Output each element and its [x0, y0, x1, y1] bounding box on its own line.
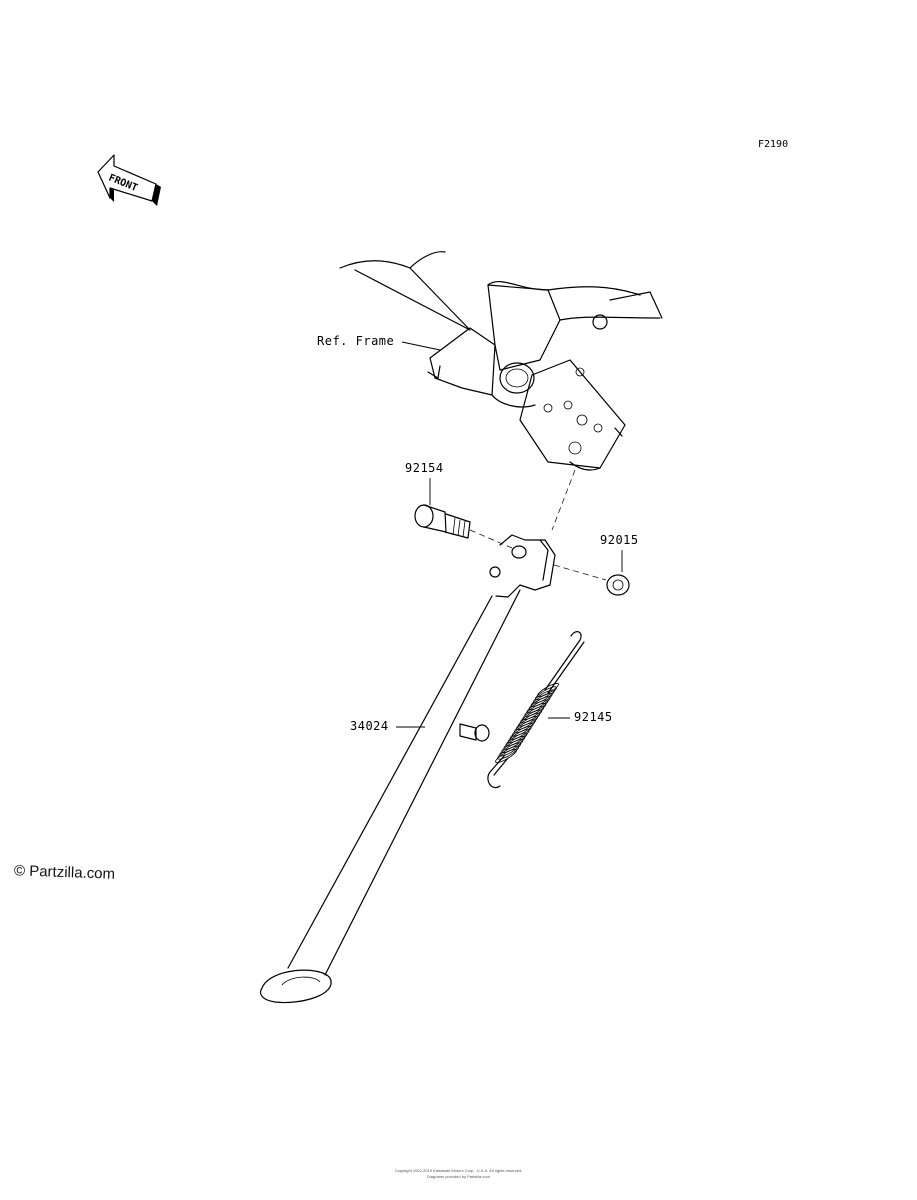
front-arrow-icon: FRONT — [97, 154, 161, 206]
watermark: © Partzilla.com — [13, 862, 116, 883]
spring-coil — [495, 749, 517, 763]
side-stand-34024 — [259, 534, 556, 1004]
part-label-92154[interactable]: 92154 — [405, 461, 444, 475]
copyright-line-1: Copyright 2002-2019 Kawasaki Motors Corp… — [394, 1168, 523, 1173]
copyright-line-2: Diagrams provided by Partzilla.com — [427, 1174, 490, 1179]
bolt-92154 — [414, 504, 513, 549]
spring-92145 — [487, 631, 585, 789]
figure-code: F2190 — [758, 139, 788, 150]
nut-92015 — [553, 564, 630, 596]
part-label-34024[interactable]: 34024 — [350, 719, 389, 733]
part-label-92145[interactable]: 92145 — [574, 710, 613, 724]
ref-frame-leader — [401, 341, 441, 351]
frame-illustration — [339, 251, 663, 531]
ref-frame-label: Ref. Frame — [317, 334, 394, 348]
part-label-92015[interactable]: 92015 — [600, 533, 639, 547]
stand-pin — [459, 723, 490, 742]
